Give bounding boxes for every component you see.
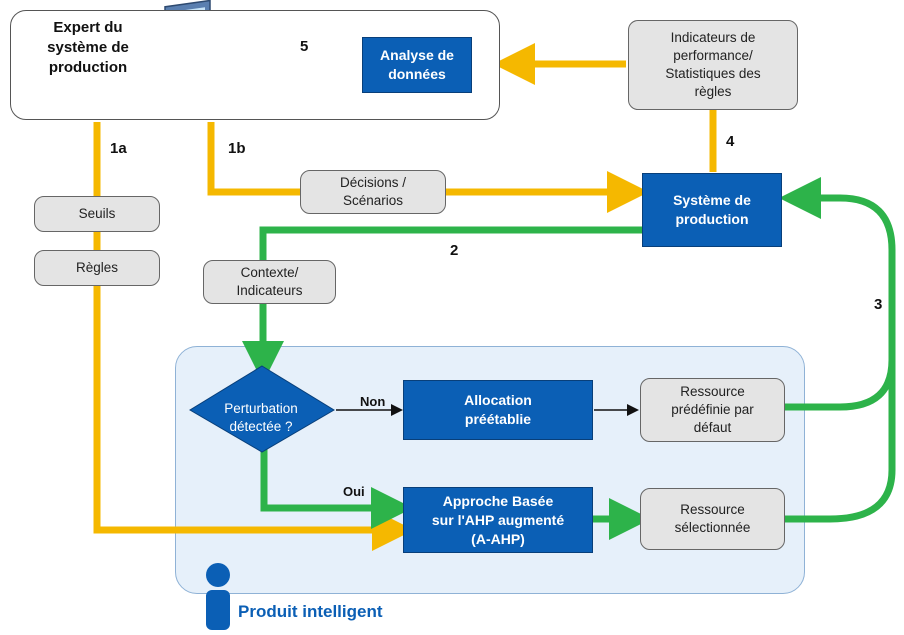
analyse-line2: données — [388, 66, 446, 82]
label-3: 3 — [874, 296, 883, 313]
ressource-sel-line2: sélectionnée — [674, 520, 751, 535]
perturbation-line2: détectée ? — [229, 419, 293, 434]
expert-line2: système de — [47, 39, 129, 56]
intelligent-product-icon — [206, 563, 230, 630]
approche-line1: Approche Basée — [442, 492, 554, 509]
regles-label: Règles — [75, 260, 119, 275]
allocation-line1: Allocation — [464, 392, 532, 408]
seuils-label: Seuils — [78, 206, 116, 221]
systeme-line2: production — [675, 211, 749, 227]
analyse-line1: Analyse de — [380, 47, 454, 63]
arrow-oui — [260, 448, 413, 529]
expert-label: Expert du système de production — [28, 18, 148, 78]
arrow-2 — [242, 226, 642, 383]
label-oui: Oui — [343, 484, 365, 499]
label-5: 5 — [300, 38, 309, 55]
systeme-box: Système de production — [642, 173, 782, 247]
systeme-line1: Système de — [673, 192, 751, 208]
decisions-line2: Scénarios — [342, 193, 404, 208]
arrow-1b — [207, 122, 649, 213]
ressource-sel-line1: Ressource — [680, 502, 745, 517]
seuils-box: Seuils — [34, 196, 160, 232]
label-1a: 1a — [110, 140, 127, 157]
allocation-line2: préétablie — [464, 411, 532, 427]
approche-line2: sur l'AHP augmenté — [431, 511, 565, 528]
perturbation-line1: Perturbation — [224, 401, 298, 416]
ressource-defaut-box: Ressource prédéfinie par défaut — [640, 378, 785, 442]
label-2: 2 — [450, 242, 459, 259]
regles-box: Règles — [34, 250, 160, 286]
arrow-3-bottom — [779, 177, 896, 523]
arrow-3-top — [785, 359, 896, 411]
indicateurs-line4: règles — [694, 84, 732, 99]
contexte-line2: Indicateurs — [236, 283, 303, 298]
analyse-box: Analyse de données — [362, 37, 472, 93]
ressource-defaut-line1: Ressource — [680, 384, 745, 399]
decisions-box: Décisions / Scénarios — [300, 170, 446, 214]
decision-diamond — [189, 365, 335, 453]
contexte-line1: Contexte/ — [240, 265, 299, 280]
indicateurs-line2: performance/ — [673, 48, 753, 63]
indicateurs-box: Indicateurs de performance/ Statistiques… — [628, 20, 798, 110]
expert-line1: Expert du — [53, 19, 123, 36]
approche-box: Approche Basée sur l'AHP augmenté (A-AHP… — [403, 487, 593, 553]
indicateurs-line3: Statistiques des — [665, 66, 761, 81]
ressource-defaut-line2: prédéfinie par — [671, 402, 754, 417]
approche-line3: (A-AHP) — [471, 530, 525, 547]
ressource-defaut-line3: défaut — [693, 420, 732, 435]
label-1b: 1b — [228, 140, 246, 157]
label-non: Non — [360, 394, 386, 409]
perturbation-label: Perturbation détectée ? — [190, 398, 332, 438]
expert-line3: production — [48, 59, 128, 76]
produit-intelligent-label: Produit intelligent — [238, 602, 383, 621]
indicateurs-line1: Indicateurs de — [670, 30, 756, 45]
decisions-line1: Décisions / — [339, 175, 407, 190]
ressource-sel-box: Ressource sélectionnée — [640, 488, 785, 550]
allocation-box: Allocation préétablie — [403, 380, 593, 440]
contexte-box: Contexte/ Indicateurs — [203, 260, 336, 304]
label-4: 4 — [726, 133, 735, 150]
